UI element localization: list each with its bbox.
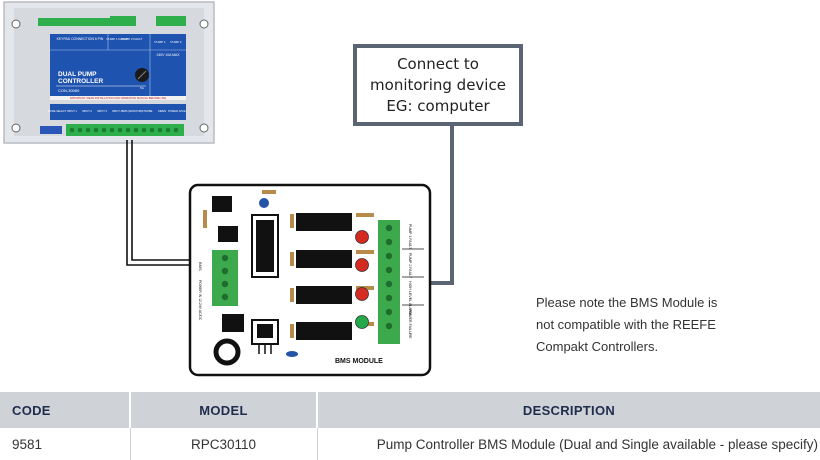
- bms-wires: [126, 140, 198, 266]
- mode-select-switch: [40, 126, 62, 134]
- model-cell: RPC30110: [130, 428, 318, 460]
- controller-bottom-label: INPUT 2: [82, 109, 92, 113]
- callout-line: Connect to: [397, 54, 479, 73]
- bms-output-label: PUMP 2 FAULT: [408, 253, 412, 279]
- controller-bottom-label: POWER 12Vdc: [168, 109, 187, 113]
- table-header-row: CODE MODEL DESCRIPTION: [0, 392, 820, 428]
- controller-bottom-label: SIREN: [158, 109, 166, 113]
- wiring-diagram: KEYPAD CONNECTION 6 PIN PUMP 1 FAULT PUM…: [3, 1, 454, 377]
- controller-bottom-label: STROBE: [142, 109, 153, 113]
- bms-output-label: PUMP 1 FAULT: [408, 224, 412, 250]
- led-pump2-fault: [355, 258, 369, 272]
- monitoring-callout: Connect to monitoring device EG: compute…: [353, 44, 523, 126]
- callout-line: monitoring device: [370, 75, 506, 94]
- controller-warning: IMPORTANT: READ INSTALLATION AND OPERATI…: [70, 96, 166, 100]
- controller-bottom-label: INPUT 4: [112, 109, 122, 113]
- table-row: 9581 RPC30110 Pump Controller BMS Module…: [0, 428, 820, 460]
- description-column-header: DESCRIPTION: [317, 392, 820, 428]
- product-table: CODE MODEL DESCRIPTION 9581 RPC30110 Pum…: [0, 392, 820, 460]
- pump-controller-unit: KEYPAD CONNECTION 6 PIN PUMP 1 FAULT PUM…: [3, 1, 215, 144]
- controller-bottom-label: MODE SELECT: [48, 109, 67, 113]
- controller-pump1-fault-label: PUMP 1 FAULT: [106, 37, 127, 41]
- controller-bottom-label: INPUT 1: [67, 109, 77, 113]
- controller-fuse-label: 5A: [140, 86, 144, 90]
- bms-input-label: BMS: [198, 262, 203, 271]
- controller-pump2-label: PUMP 2: [170, 40, 181, 44]
- led-power-failure: [355, 315, 369, 329]
- controller-bottom-labels: MODE SELECT INPUT 1 INPUT 2 INPUT 3 INPU…: [48, 104, 187, 120]
- code-column-header: CODE: [0, 392, 131, 428]
- bms-output-label: POWER FAILURE: [408, 309, 412, 339]
- controller-title-line2: CONTROLLER: [58, 78, 103, 85]
- controller-keypad-label: KEYPAD CONNECTION 6 PIN: [57, 37, 104, 41]
- led-pump1-fault: [355, 230, 369, 244]
- code-cell: 9581: [0, 428, 131, 460]
- controller-pump1-label: PUMP 1: [154, 40, 165, 44]
- controller-terminal-strip: [66, 124, 184, 136]
- led-high-level-alarm: [355, 287, 369, 301]
- bms-output-label: HIGH LEVEL ALARM: [408, 281, 412, 315]
- note-line: Compakt Controllers.: [536, 339, 659, 354]
- description-cell: Pump Controller BMS Module (Dual and Sin…: [376, 436, 818, 452]
- controller-bottom-label: BMS (MONITOR): [122, 109, 142, 113]
- model-column-header: MODEL: [130, 392, 318, 428]
- callout-line: EG: computer: [386, 96, 490, 115]
- bms-board-label: BMS MODULE: [335, 358, 383, 365]
- controller-pump2-fault-label: PUMP 2 FAULT: [121, 37, 142, 41]
- bms-power-label: POWER IN 12-24V AC/DC: [198, 280, 202, 321]
- note-line: Please note the BMS Module is: [536, 295, 718, 310]
- controller-voltage-label: 240V 10A MAX: [157, 53, 181, 57]
- compatibility-note: Please note the BMS Module is not compat…: [536, 292, 786, 358]
- bms-module-board: BMS POWER IN 12-24V AC/DC: [188, 183, 432, 377]
- controller-title-line1: DUAL PUMP: [58, 71, 97, 78]
- note-line: not compatible with the REEFE: [536, 317, 716, 332]
- controller-bottom-label: INPUT 3: [97, 109, 107, 113]
- controller-model-code: CON-30089: [58, 88, 80, 93]
